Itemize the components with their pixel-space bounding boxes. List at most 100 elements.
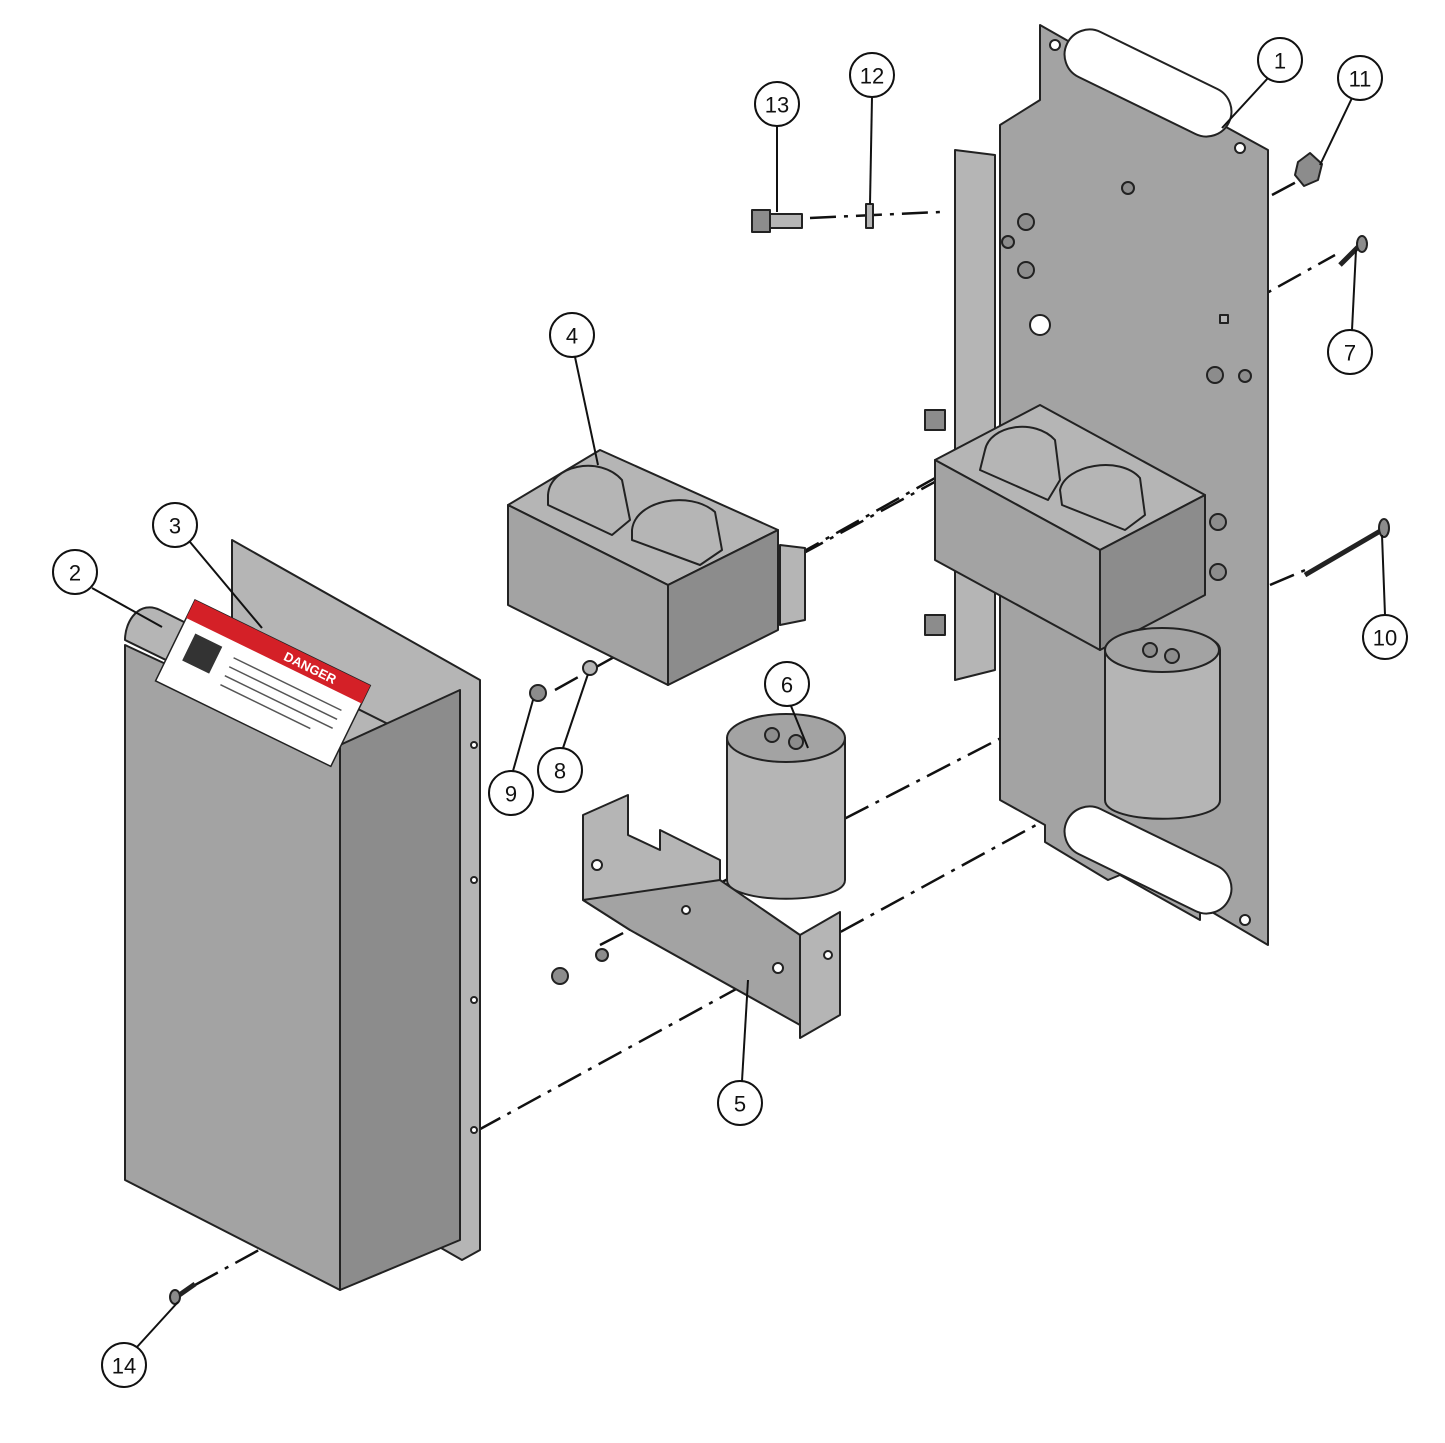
callout-number: 3: [169, 514, 181, 539]
callout-5: 5: [717, 1080, 763, 1126]
callout-circle: [488, 770, 534, 816]
capacitor-terminal: [764, 727, 780, 743]
callout-circle: [1257, 37, 1303, 83]
callout-number: 13: [765, 93, 789, 118]
callout-circle: [152, 502, 198, 548]
leader-lines: [91, 77, 1386, 1348]
callout-number: 4: [566, 324, 578, 349]
leader-line-12: [869, 96, 873, 205]
cover-side: [339, 689, 461, 1291]
plate-hole: [1049, 39, 1061, 51]
plate-side-flange: [954, 149, 996, 681]
callout-4: 4: [549, 312, 595, 358]
callout-circle: [1337, 55, 1383, 101]
callout-1: 1: [1257, 37, 1303, 83]
callout-circle: [1362, 614, 1408, 660]
shock-hazard-icon: [182, 633, 223, 674]
mounting-plate-assembly: [924, 24, 1269, 946]
callout-circle: [549, 312, 595, 358]
capacitor-bracket: [551, 794, 841, 1039]
label-text-line: [224, 675, 334, 730]
leader-line-10: [1381, 534, 1386, 616]
callout-number: 1: [1274, 49, 1286, 74]
callout-number: 11: [1349, 67, 1372, 92]
capacitor-terminal: [1164, 648, 1180, 664]
leader-line-3: [189, 541, 263, 629]
callout-circle: [1327, 329, 1373, 375]
callout-circle: [717, 1080, 763, 1126]
callout-circle: [849, 52, 895, 98]
plate-stud: [1206, 366, 1224, 384]
callout-number: 7: [1344, 341, 1356, 366]
plate-bolt-head: [924, 614, 946, 636]
label-text-line: [228, 666, 338, 721]
leader-line-5: [741, 979, 749, 1082]
callout-number: 2: [69, 561, 81, 586]
plate-nut: [1238, 369, 1252, 383]
capacitor-terminal: [788, 734, 804, 750]
plate-bolt-head: [924, 409, 946, 431]
axis-line-rod: [1269, 566, 1311, 587]
leader-line-4: [574, 356, 599, 466]
callout-2: 2: [52, 549, 98, 595]
axis-line-bracket: [599, 703, 1066, 947]
bracket-hole: [681, 905, 691, 915]
bracket-base: [582, 879, 801, 1026]
hex-nut: [529, 684, 547, 702]
callout-circle: [754, 81, 800, 127]
callout-13: 13: [754, 81, 800, 127]
bracket-washer: [595, 948, 609, 962]
cover-assembly: DANGER: [124, 539, 481, 1291]
callout-circle: [101, 1342, 147, 1388]
label-text-line: [233, 657, 342, 712]
label-text-line: [220, 684, 311, 730]
transformer-terminal: [1209, 513, 1227, 531]
callout-number: 14: [112, 1354, 136, 1379]
cover-hole: [470, 996, 478, 1004]
callout-circle: [52, 549, 98, 595]
screw-shank: [1338, 243, 1362, 267]
installed-transformer-coil: [1059, 464, 1146, 531]
cover-screw-head: [169, 1289, 181, 1305]
plate-hole: [1239, 914, 1251, 926]
leader-line-11: [1319, 97, 1353, 166]
transformer-terminal: [1209, 563, 1227, 581]
hardware: [169, 152, 1390, 1305]
bolt-shank: [769, 213, 803, 229]
leader-line-14: [136, 1301, 179, 1348]
callout-8: 8: [537, 747, 583, 793]
lock-washer: [582, 660, 598, 676]
callout-14: 14: [101, 1342, 147, 1388]
callout-circle: [764, 661, 810, 707]
callout-10: 10: [1362, 614, 1408, 660]
plate-slot-bottom: [1063, 805, 1233, 915]
cover-hole: [470, 1126, 478, 1134]
plate-slot-top: [1063, 28, 1233, 138]
callout-number: 6: [781, 673, 793, 698]
installed-capacitor-top: [1104, 627, 1220, 673]
callout-number: 8: [554, 759, 566, 784]
transformer-terminal-tab: [779, 544, 806, 626]
callout-11: 11: [1337, 55, 1383, 101]
leader-line-2: [91, 587, 163, 628]
bracket-hole: [823, 950, 833, 960]
plate-stud: [1017, 213, 1035, 231]
axis-line-bushing: [1271, 178, 1301, 197]
leader-line-7: [1351, 249, 1357, 331]
cover-hole: [470, 876, 478, 884]
plate-nut: [1121, 181, 1135, 195]
bracket-side: [799, 911, 841, 1039]
installed-transformer-side: [1099, 494, 1206, 651]
callout-number: 5: [734, 1092, 746, 1117]
axis-line-bolt: [809, 210, 941, 220]
callout-number: 9: [505, 782, 517, 807]
transformer: [507, 449, 806, 686]
cover-hole: [470, 741, 478, 749]
bracket-nut: [551, 967, 569, 985]
plate-square-hole: [1219, 314, 1229, 324]
leader-line-6: [790, 705, 809, 749]
danger-label-header: [186, 600, 371, 704]
capacitor-top: [726, 713, 846, 763]
